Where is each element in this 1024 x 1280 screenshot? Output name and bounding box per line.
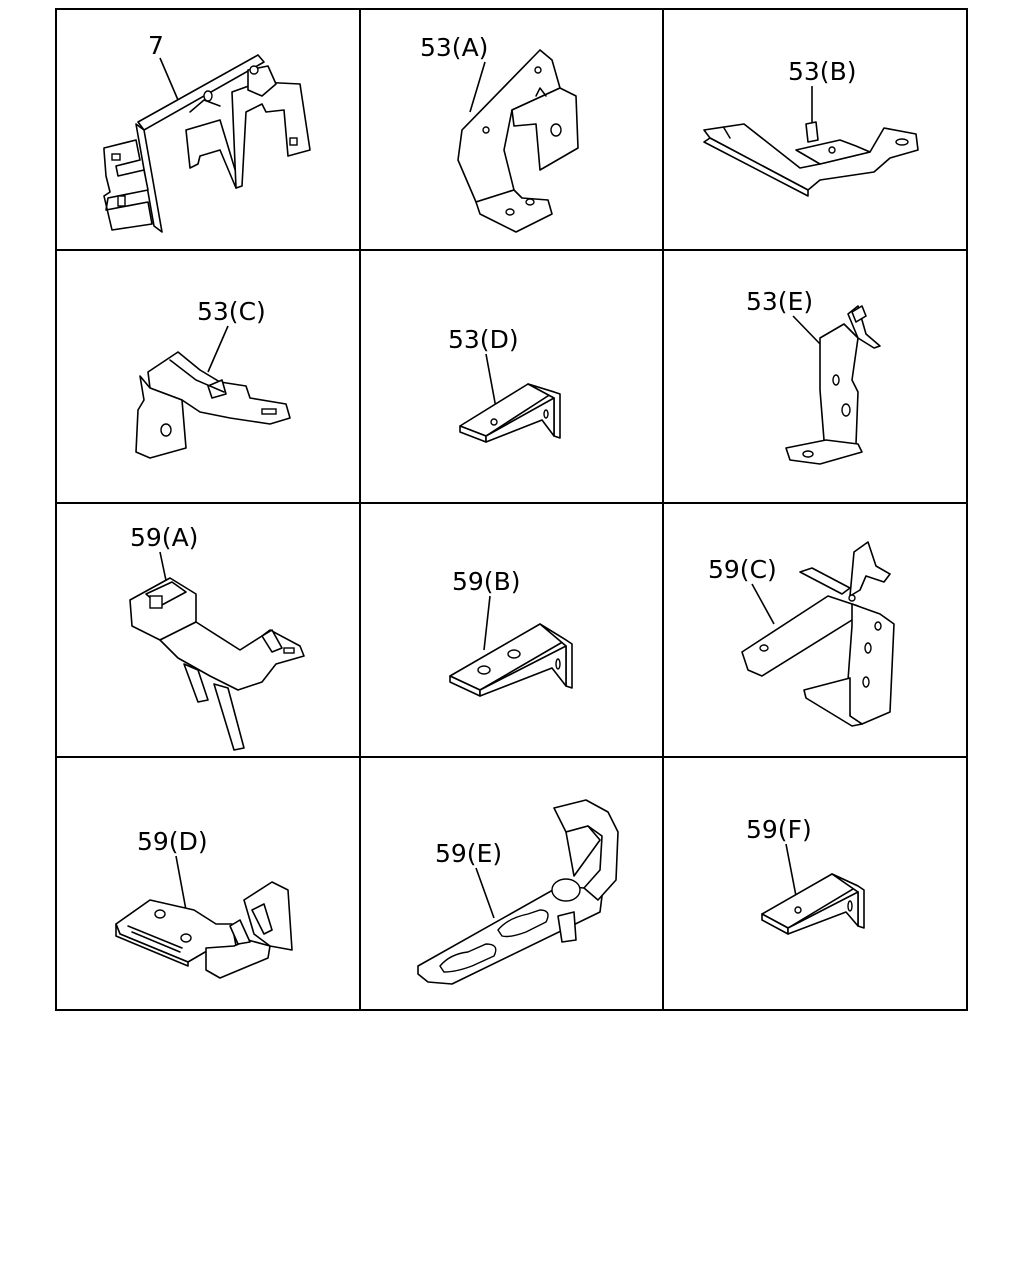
bracket-53a-drawing xyxy=(457,49,579,233)
leader-line-59e xyxy=(475,867,495,919)
cell-part-7: 7 xyxy=(103,31,311,233)
leader-line-7 xyxy=(159,57,179,101)
leader-line-59f xyxy=(785,843,797,897)
cell-part-53d: 53(D) xyxy=(448,325,561,443)
part-label-59b: 59(B) xyxy=(452,567,520,596)
part-label-7: 7 xyxy=(148,31,164,60)
cell-part-53a: 53(A) xyxy=(420,33,579,233)
cell-part-53c: 53(C) xyxy=(135,297,291,459)
leader-line-53c xyxy=(207,325,229,373)
leader-line-59c xyxy=(751,583,775,625)
bracket-53e-drawing xyxy=(785,305,881,465)
cell-part-53e: 53(E) xyxy=(746,287,881,465)
bracket-59d-drawing xyxy=(115,881,293,979)
cell-part-59a: 59(A) xyxy=(129,523,305,751)
part-label-53e: 53(E) xyxy=(746,287,813,316)
cell-part-59f: 59(F) xyxy=(746,815,865,935)
bracket-7-drawing xyxy=(103,54,311,233)
leader-line-59b xyxy=(483,595,491,651)
part-label-53d: 53(D) xyxy=(448,325,519,354)
part-label-53a: 53(A) xyxy=(420,33,488,62)
part-label-59a: 59(A) xyxy=(130,523,198,552)
bracket-53d-drawing xyxy=(459,383,561,443)
part-label-59f: 59(F) xyxy=(746,815,812,844)
cell-part-59e: 59(E) xyxy=(417,799,619,985)
cell-part-59d: 59(D) xyxy=(115,827,293,979)
leader-line-59d xyxy=(175,855,187,911)
part-label-59d: 59(D) xyxy=(137,827,208,856)
bracket-59f-drawing xyxy=(761,873,865,935)
cell-part-59c: 59(C) xyxy=(708,541,895,727)
leader-line-53d xyxy=(485,353,497,409)
cell-part-59b: 59(B) xyxy=(449,567,573,697)
cell-part-53b: 53(B) xyxy=(703,57,919,197)
part-label-53c: 53(C) xyxy=(197,297,266,326)
parts-grid xyxy=(55,8,968,1011)
bracket-59e-drawing xyxy=(417,799,619,985)
bracket-59b-drawing xyxy=(449,623,573,697)
bracket-53c-drawing xyxy=(135,351,291,459)
leader-line-53e xyxy=(792,315,823,347)
bracket-59c-drawing xyxy=(741,541,895,727)
bracket-59a-drawing xyxy=(129,577,305,751)
bracket-53b-drawing xyxy=(703,121,919,197)
part-label-59e: 59(E) xyxy=(435,839,502,868)
leader-line-53a xyxy=(469,61,486,113)
part-label-59c: 59(C) xyxy=(708,555,777,584)
part-label-53b: 53(B) xyxy=(788,57,856,86)
